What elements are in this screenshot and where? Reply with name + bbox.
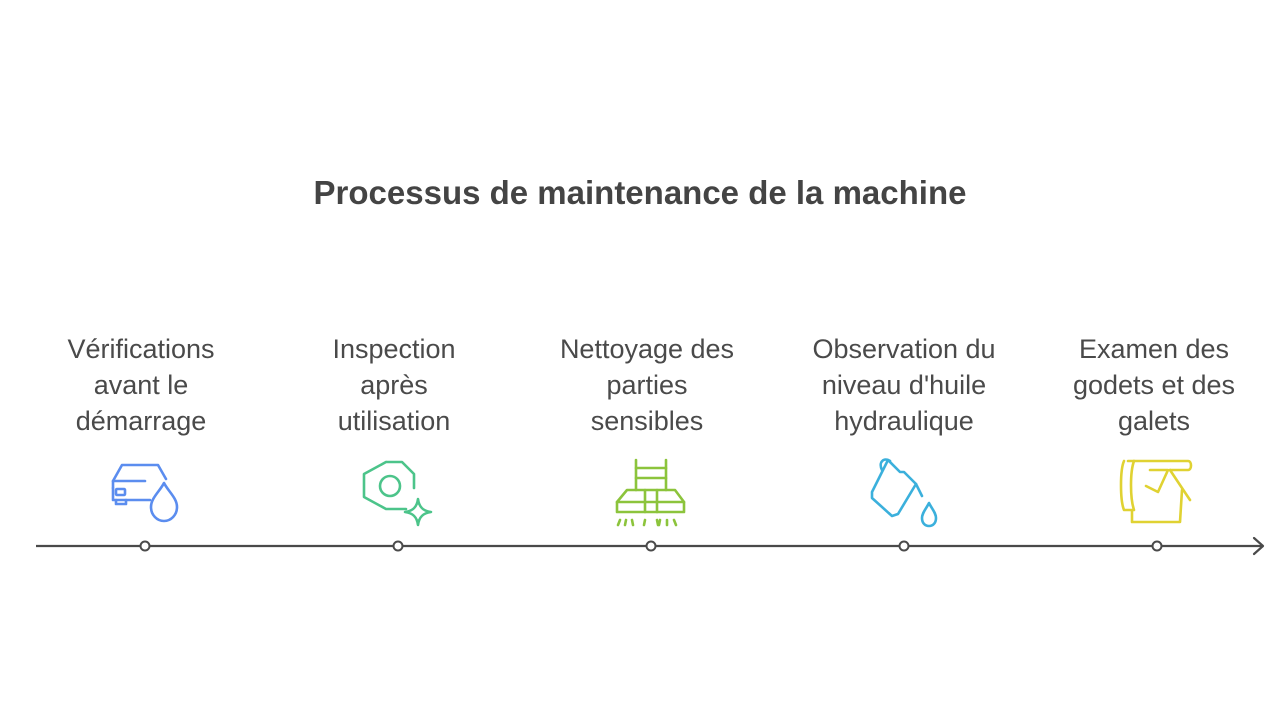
timeline-marker-2 xyxy=(392,540,404,552)
timeline-marker-4 xyxy=(898,540,910,552)
timeline-marker-3 xyxy=(645,540,657,552)
step-label-2: Inspection après utilisation xyxy=(332,334,456,436)
timeline-marker-1 xyxy=(139,540,151,552)
step-label-5: Examen des godets et des galets xyxy=(1072,334,1236,436)
oil-pour-icon xyxy=(870,458,938,528)
car-wash-icon xyxy=(111,463,179,523)
step-label-1: Vérifications avant le démarrage xyxy=(67,334,215,436)
timeline-axis xyxy=(36,536,1265,556)
gear-sparkle-icon xyxy=(362,460,433,527)
cleaning-brush-icon xyxy=(615,458,686,527)
step-label-4: Observation du niveau d'huile hydrauliqu… xyxy=(812,334,996,436)
step-label-3: Nettoyage des parties sensibles xyxy=(559,334,735,436)
bucket-icon xyxy=(1119,459,1193,524)
page-title: Processus de maintenance de la machine xyxy=(313,174,967,211)
timeline-marker-5 xyxy=(1151,540,1163,552)
timeline-arrowhead xyxy=(1252,536,1265,556)
